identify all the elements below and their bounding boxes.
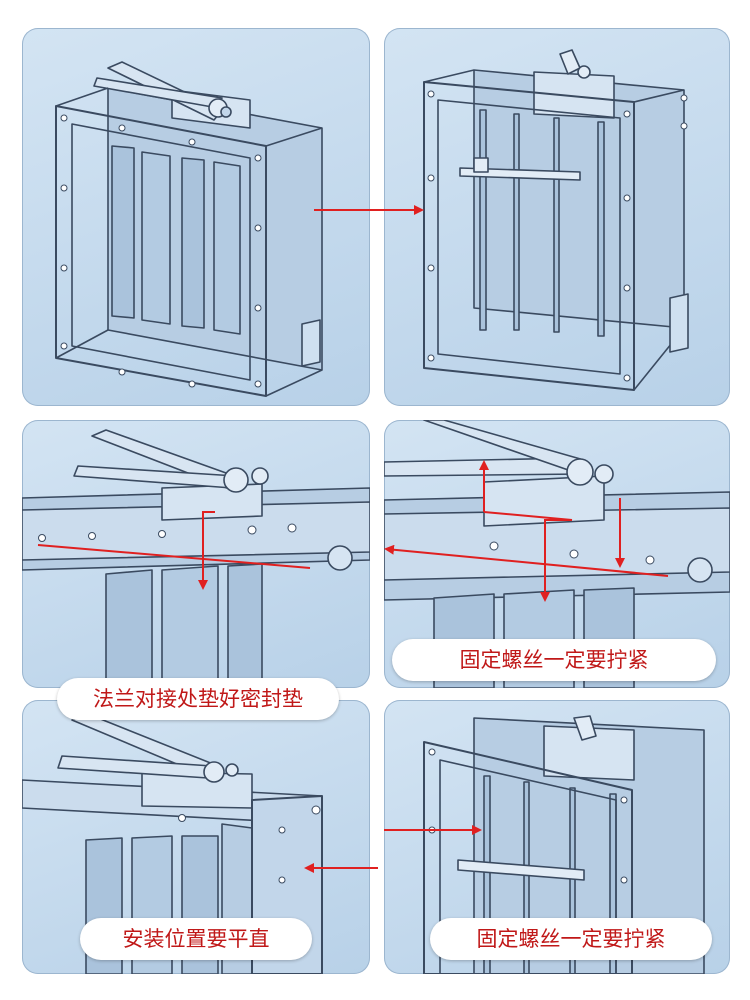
flange-gasket-label: 法兰对接处垫好密封垫 xyxy=(57,678,339,720)
damper-rear-illustration xyxy=(423,49,689,391)
damper-rear-view-panel xyxy=(384,28,730,406)
flange-closeup-illustration xyxy=(22,429,370,688)
damper-front-view-panel xyxy=(22,28,370,406)
damper-side-illustration xyxy=(423,715,705,974)
flange-gasket-closeup-panel xyxy=(22,420,370,688)
tighten-bolts-label: 固定螺丝一定要拧紧 xyxy=(392,639,716,681)
install-level-label: 安装位置要平直 xyxy=(80,918,312,960)
damper-front-illustration xyxy=(55,61,323,397)
tighten-bolts-label-2: 固定螺丝一定要拧紧 xyxy=(430,918,712,960)
